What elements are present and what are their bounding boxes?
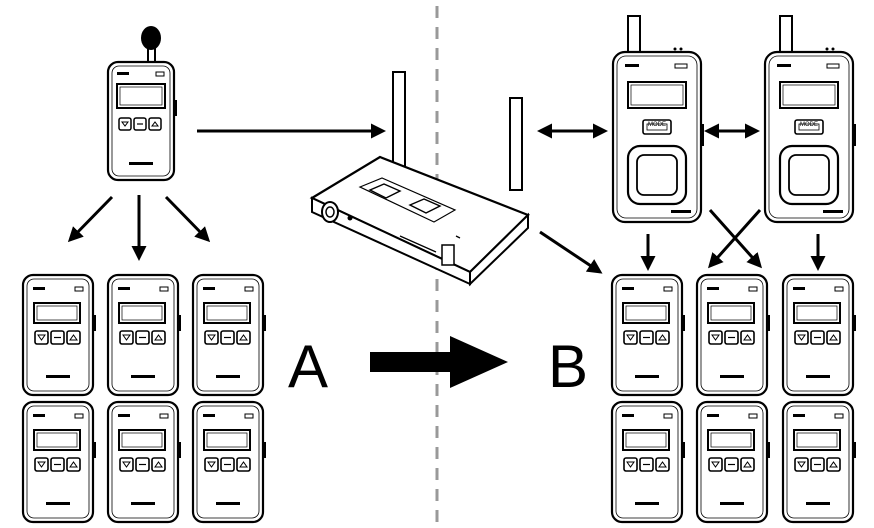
receiver [610, 400, 687, 524]
transmitter [763, 14, 858, 224]
receiver [191, 400, 268, 524]
receiver [106, 273, 183, 397]
receiver [695, 273, 772, 397]
transmitter [611, 14, 706, 224]
label-b: B [548, 333, 588, 400]
arrow-a-to-b [370, 336, 508, 388]
receiver [781, 400, 858, 524]
transmitter-group-b [611, 14, 858, 224]
microphone-icon [141, 26, 161, 50]
arrow-cross-tx2 [708, 209, 762, 269]
receiver [21, 400, 98, 524]
mic-transmitter-a [106, 26, 177, 182]
mode-label-2: MODE [800, 122, 818, 128]
base-station [309, 71, 530, 287]
receiver [695, 400, 772, 524]
receiver [781, 273, 858, 397]
receiver [191, 273, 268, 397]
arrow-tx-to-left [67, 195, 114, 243]
label-a: A [288, 333, 328, 400]
arrow-tx-to-right [164, 195, 211, 243]
receiver [106, 400, 183, 524]
receiver-group-b [610, 273, 858, 524]
arrow-base-to-receiver [539, 230, 603, 274]
mode-label-1: MODE [648, 122, 666, 128]
receiver [21, 273, 98, 397]
receiver-group-a [21, 273, 268, 524]
receiver [610, 273, 687, 397]
